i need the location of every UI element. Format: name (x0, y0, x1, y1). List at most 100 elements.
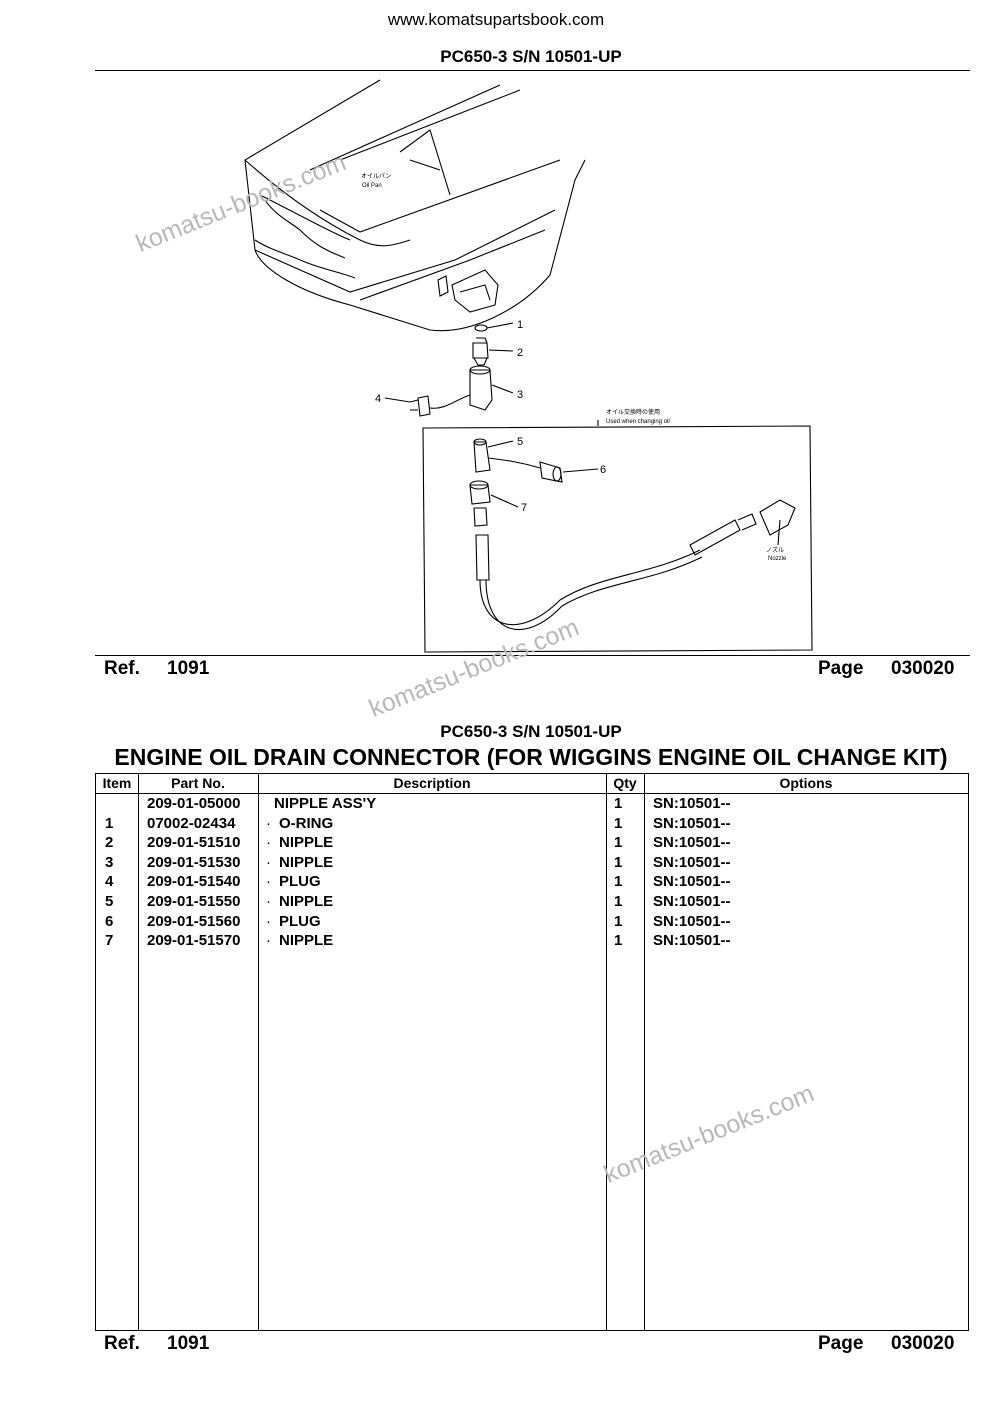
description: · PLUG (266, 913, 321, 930)
indent-dot: · (266, 853, 271, 871)
table-row: 5 209-01-51550 · NIPPLE 1 SN:10501-- (96, 892, 968, 912)
item-number: 1 (105, 814, 114, 832)
indent-dot: · (266, 932, 271, 950)
nipple-part-5 (473, 441, 491, 473)
description-text: NIPPLE (279, 853, 334, 871)
quantity: 1 (614, 912, 623, 930)
options: SN:10501-- (653, 873, 731, 891)
indent-dot: · (266, 892, 271, 910)
site-url: www.komatsupartsbook.com (387, 10, 605, 29)
options: SN:10501-- (653, 814, 731, 832)
callout-5: 5 (517, 436, 523, 448)
options: SN:10501-- (653, 892, 731, 910)
ref-label: Ref. (104, 658, 140, 679)
col-header-qty: Qty (613, 775, 637, 791)
col-header-options: Options (779, 775, 833, 791)
table-row: 4 209-01-51540 ·PLUG 1 SN:10501-- (96, 872, 968, 892)
description: · NIPPLE (266, 932, 333, 949)
part-number: 209-01-51530 (147, 853, 241, 871)
ref-value: 1091 (167, 658, 210, 679)
oil-pan-label-jp: オイルパン (361, 173, 391, 180)
diagram-footer-rule (95, 655, 970, 656)
page-value-bottom: 030020 (891, 1333, 955, 1354)
quantity: 1 (614, 873, 623, 891)
table-row: 1 07002-02434 · O-RING 1 SN:10501-- (96, 814, 968, 834)
header-divider (96, 793, 968, 794)
quantity: 1 (614, 795, 623, 812)
col-header-part-no: Part No. (171, 775, 225, 791)
table-row: 2 209-01-51510 · NIPPLE 1 SN:10501-- (96, 833, 968, 853)
callout-6: 6 (600, 464, 606, 476)
item-number: 7 (105, 932, 114, 950)
nipple-part-3 (469, 369, 493, 411)
oil-pan-label: Oil Pan (362, 183, 382, 189)
part-number: 209-01-51550 (147, 892, 241, 910)
quantity: 1 (614, 814, 623, 832)
item-number: 4 (105, 873, 114, 891)
quantity: 1 (614, 932, 623, 950)
nozzle-label: Nozzle (768, 556, 787, 562)
part-number: 209-01-05000 (147, 795, 241, 812)
description: · NIPPLE (266, 893, 333, 910)
plug-part-4 (409, 395, 431, 417)
options: SN:10501-- (653, 932, 731, 950)
parts-diagram: 1 2 3 4 5 6 7 オイルパン Oil Pan オイル交換時の使用 Us… (244, 79, 813, 653)
table-body: 209-01-05000 NIPPLE ASS'Y 1 SN:10501-- 1… (96, 794, 968, 951)
nozzle (689, 519, 741, 556)
item-number: 5 (105, 892, 114, 910)
options: SN:10501-- (653, 795, 731, 812)
section-title: ENGINE OIL DRAIN CONNECTOR (FOR WIGGINS … (114, 744, 948, 770)
quantity: 1 (614, 834, 623, 852)
col-divider (258, 774, 259, 1330)
nipple-part-7 (469, 484, 491, 505)
description-text: O-RING (279, 814, 334, 832)
description: · O-RING (266, 815, 333, 832)
description: ·PLUG (266, 873, 321, 890)
description-text: NIPPLE (279, 834, 334, 852)
callout-3: 3 (517, 389, 523, 401)
item-number: 2 (105, 834, 114, 852)
nipple-part-2 (472, 337, 489, 366)
col-header-description: Description (393, 775, 471, 791)
part-number: 07002-02434 (147, 814, 236, 832)
table-row: 7 209-01-51570 · NIPPLE 1 SN:10501-- (96, 931, 968, 951)
col-divider (606, 774, 607, 1330)
callout-2: 2 (517, 347, 523, 359)
used-when-label-jp: オイル交換時の使用 (606, 408, 660, 416)
description: NIPPLE ASS'Y (266, 795, 376, 812)
indent-dot: · (266, 814, 271, 832)
indent-dot: · (266, 873, 271, 891)
part-number: 209-01-51510 (147, 834, 241, 852)
o-ring-part (474, 324, 488, 332)
part-number: 209-01-51540 (147, 873, 241, 891)
used-when-label: Used when changing oil (606, 419, 670, 425)
header-rule (95, 70, 970, 71)
part-number: 209-01-51560 (147, 912, 241, 930)
callout-4: 4 (375, 393, 381, 405)
options: SN:10501-- (653, 912, 731, 930)
callout-7: 7 (521, 502, 527, 514)
description-text: PLUG (279, 912, 321, 930)
part-number: 209-01-51570 (147, 932, 241, 950)
indent-dot: · (266, 834, 271, 852)
options: SN:10501-- (653, 853, 731, 871)
ref-label-bottom: Ref. (104, 1333, 140, 1354)
table-row: 6 209-01-51560 ·PLUG 1 SN:10501-- (96, 912, 968, 932)
model-header-parts-list: PC650-3 S/N 10501-UP (440, 722, 622, 741)
description-text: NIPPLE (279, 932, 334, 950)
drain-boss (451, 269, 499, 313)
table-row: 3 209-01-51530 · NIPPLE 1 SN:10501-- (96, 853, 968, 873)
quantity: 1 (614, 853, 623, 871)
plug-part-6 (539, 461, 563, 483)
item-number: 3 (105, 853, 114, 871)
oil-pan-outline (244, 79, 586, 332)
description-text: NIPPLE (279, 892, 334, 910)
description: · NIPPLE (266, 854, 333, 871)
drain-hose (475, 534, 490, 581)
nozzle-label-jp: ノズル (766, 546, 784, 554)
options: SN:10501-- (653, 834, 731, 852)
col-divider (644, 774, 645, 1330)
col-header-item: Item (102, 775, 132, 791)
indent-dot: · (266, 912, 271, 930)
quantity: 1 (614, 892, 623, 910)
